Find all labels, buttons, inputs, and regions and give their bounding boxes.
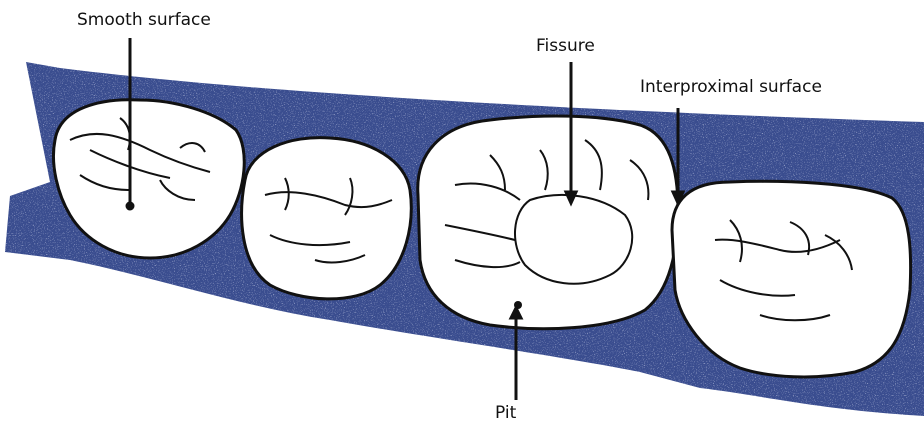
smooth-surface-label: Smooth surface: [77, 10, 211, 30]
interproximal-surface-label: Interproximal surface: [640, 77, 822, 97]
pit-label: Pit: [495, 403, 516, 423]
tooth-4: [672, 181, 911, 377]
fissure-label: Fissure: [536, 36, 595, 56]
tooth-2: [242, 138, 412, 299]
tooth-3: [418, 116, 678, 329]
smooth-surface-pointer-tip: [127, 203, 133, 209]
